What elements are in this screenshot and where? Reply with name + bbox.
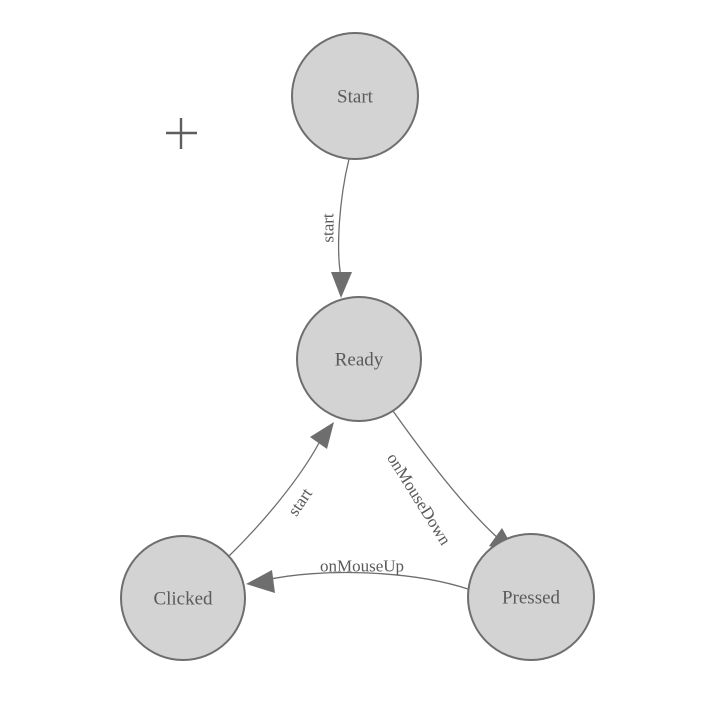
edge-label-ready-to-pressed: onMouseDown: [383, 450, 455, 549]
edge-start-to-ready[interactable]: start: [319, 158, 353, 298]
edge-pressed-to-clicked-arrowhead: [246, 570, 275, 593]
node-pressed[interactable]: Pressed: [467, 533, 595, 661]
edge-ready-to-pressed-path: [392, 410, 501, 541]
node-clicked[interactable]: Clicked: [120, 535, 246, 661]
edge-start-to-ready-arrowhead: [331, 272, 352, 298]
edge-pressed-to-clicked[interactable]: onMouseUp: [246, 557, 469, 594]
edge-ready-to-pressed[interactable]: onMouseDown: [383, 410, 516, 553]
node-ready-circle[interactable]: [296, 296, 422, 422]
edge-clicked-to-ready-arrowhead: [310, 422, 334, 449]
edge-clicked-to-ready-path: [227, 442, 320, 558]
node-start[interactable]: Start: [291, 32, 419, 160]
node-clicked-circle[interactable]: [120, 535, 246, 661]
node-start-circle[interactable]: [291, 32, 419, 160]
node-ready[interactable]: Ready: [296, 296, 422, 422]
edge-pressed-to-clicked-path: [265, 571, 469, 590]
node-pressed-circle[interactable]: [467, 533, 595, 661]
edge-clicked-to-ready[interactable]: start: [227, 422, 334, 558]
edge-label-start-to-ready: start: [319, 213, 338, 243]
edge-start-to-ready-path: [338, 158, 350, 278]
crosshair-icon: [166, 118, 197, 149]
